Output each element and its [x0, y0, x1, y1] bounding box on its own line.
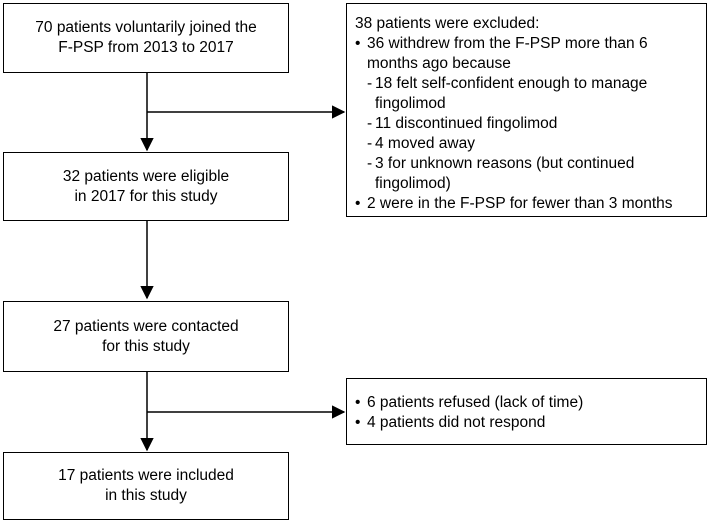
excluded-reason: -11 discontinued fingolimod [355, 114, 698, 134]
box-contacted: 27 patients were contacted for this stud… [3, 301, 289, 372]
box-eligible: 32 patients were eligible in 2017 for th… [3, 152, 289, 221]
excluded-bullet-short-stay: 2 were in the F-PSP for fewer than 3 mon… [355, 194, 698, 214]
box-joined-line1: 70 patients voluntarily joined the [35, 19, 257, 36]
excluded-bullet-withdrew: 36 withdrew from the F-PSP more than 6 m… [355, 34, 698, 74]
excluded-reason-text: 3 for unknown reasons (but continued fin… [375, 155, 635, 192]
excluded-reason-text: 4 moved away [375, 135, 475, 152]
box-not-responded: 6 patients refused (lack of time) 4 pati… [346, 378, 707, 445]
refused-item: 6 patients refused (lack of time) [355, 393, 698, 413]
box-eligible-line1: 32 patients were eligible [62, 167, 230, 185]
excluded-reason: -18 felt self-confident enough to manage… [355, 74, 698, 114]
box-eligible-line2: in 2017 for this study [74, 187, 218, 205]
box-included-line2: in this study [105, 487, 187, 504]
excluded-reason-text: 11 discontinued fingolimod [375, 115, 558, 132]
excluded-reason: -3 for unknown reasons (but continued fi… [355, 154, 698, 194]
box-joined: 70 patients voluntarily joined the F-PSP… [3, 3, 289, 73]
box-excluded: 38 patients were excluded: 36 withdrew f… [346, 3, 707, 217]
excluded-reason: -4 moved away [355, 134, 698, 154]
box-contacted-line2: for this study [102, 337, 190, 355]
box-joined-line2: F-PSP from 2013 to 2017 [58, 39, 234, 56]
box-included: 17 patients were included in this study [3, 452, 289, 520]
excluded-heading: 38 patients were excluded: [355, 15, 540, 32]
box-contacted-line1: 27 patients were contacted [53, 317, 239, 335]
box-included-line1: 17 patients were included [58, 467, 234, 484]
excluded-reason-text: 18 felt self-confident enough to manage … [375, 75, 648, 112]
no-response-item: 4 patients did not respond [355, 413, 698, 433]
